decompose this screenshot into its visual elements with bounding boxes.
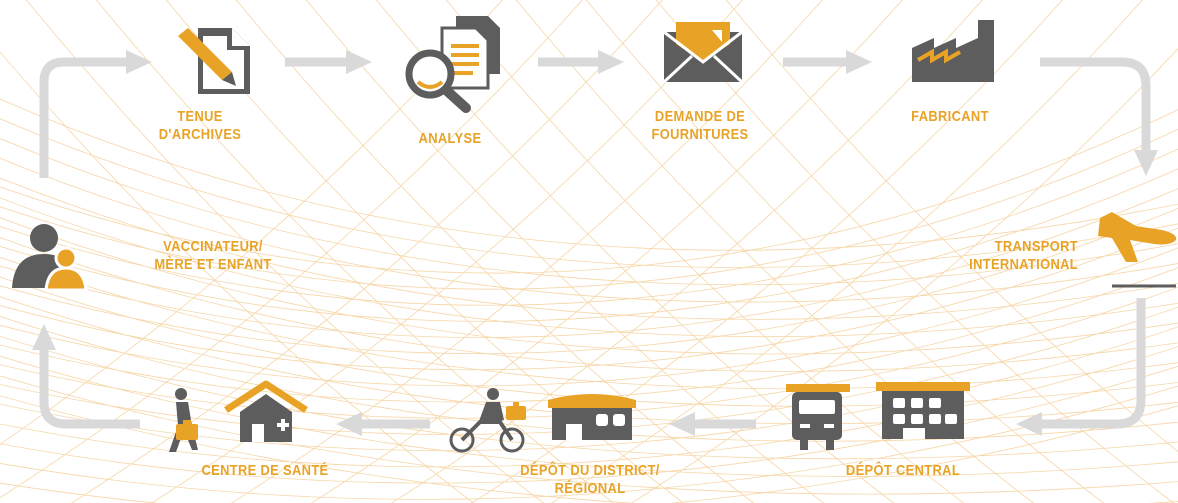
arrow-central-to-district [669,412,756,436]
envelope-icon [662,22,744,84]
walker-house-icon [169,380,308,452]
document-pencil-icon [178,28,250,94]
step-label-central-depot: DÉPÔT CENTRAL [845,462,961,479]
step-label-vaccinator: VACCINATEUR/ MÈRE ET ENFANT [154,238,272,273]
step-label-manufacturer: FABRICANT [911,108,989,125]
arrow-analysis-to-request [538,50,624,74]
magnifier-documents-icon [405,16,500,113]
step-label-analysis: ANALYSE [418,130,482,147]
factory-icon [912,20,994,82]
truck-warehouse-icon [786,382,970,450]
motorcycle-depot-icon [449,388,636,453]
step-label-supply-request: DEMANDE DE FOURNITURES [651,108,749,143]
arrow-transport-to-central [1016,298,1146,436]
step-label-archives: TENUE D'ARCHIVES [158,108,242,143]
step-label-district-depot: DÉPÔT DU DISTRICT/ RÉGIONAL [520,462,660,497]
arrow-request-to-factory [783,50,872,74]
step-label-international-transport: TRANSPORT INTERNATIONAL [969,238,1078,273]
arrow-vaccinator-to-archives [39,50,152,178]
step-label-health-center: CENTRE DE SANTÉ [201,462,329,479]
flow-arrows [32,50,1158,436]
airplane-icon [1098,212,1177,288]
people-icon [12,224,88,292]
arrow-health-to-vaccinator [32,324,140,429]
arrow-factory-to-transport [1040,57,1158,176]
arrow-district-to-health [336,412,430,436]
arrow-archives-to-analysis [285,50,372,74]
